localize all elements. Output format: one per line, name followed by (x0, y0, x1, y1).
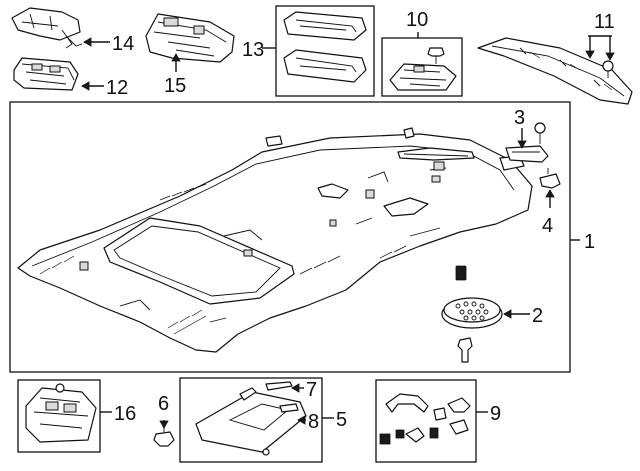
retainer-clip-icon (539, 168, 561, 189)
callout-9: 9 (490, 403, 501, 425)
callout-13: 13 (242, 39, 264, 61)
callout-6: 6 (158, 393, 169, 415)
callout-7: 7 (306, 379, 317, 401)
screw-icon (457, 337, 473, 363)
callout-16: 16 (114, 403, 136, 425)
sun-visor-icon (195, 381, 307, 456)
callout-5: 5 (336, 409, 347, 431)
grab-handle-icon (379, 393, 471, 445)
callout-14: 14 (112, 33, 134, 55)
screw-icon (602, 60, 614, 78)
lamp-lens-icon (283, 11, 367, 83)
map-lamp-icon (13, 57, 79, 91)
callout-15: 15 (164, 75, 186, 97)
callout-12: 12 (106, 77, 128, 99)
dome-lamp-icon (389, 47, 457, 91)
pad-icon (505, 122, 549, 163)
callout-3: 3 (514, 107, 525, 129)
headliner-panel (17, 127, 533, 353)
lens-group-box (275, 5, 375, 97)
roof-trim-rail-icon (477, 37, 633, 105)
retainer-clip-icon (11, 7, 83, 49)
callout-4: 4 (542, 215, 553, 237)
speaker-grille-icon (441, 265, 503, 329)
sunvisor-box (179, 377, 323, 463)
headliner-box (9, 101, 571, 373)
dome-lamp-box (381, 37, 463, 97)
callout-11: 11 (594, 11, 615, 33)
callout-1: 1 (584, 231, 595, 253)
bracket-icon (145, 13, 235, 63)
callout-10: 10 (406, 9, 428, 31)
callout-2: 2 (532, 305, 543, 327)
overhead-console-icon (25, 383, 97, 443)
callout-8: 8 (308, 411, 319, 433)
console-box (17, 379, 101, 453)
grab-handle-box (375, 379, 477, 463)
pad-icon (265, 135, 283, 147)
